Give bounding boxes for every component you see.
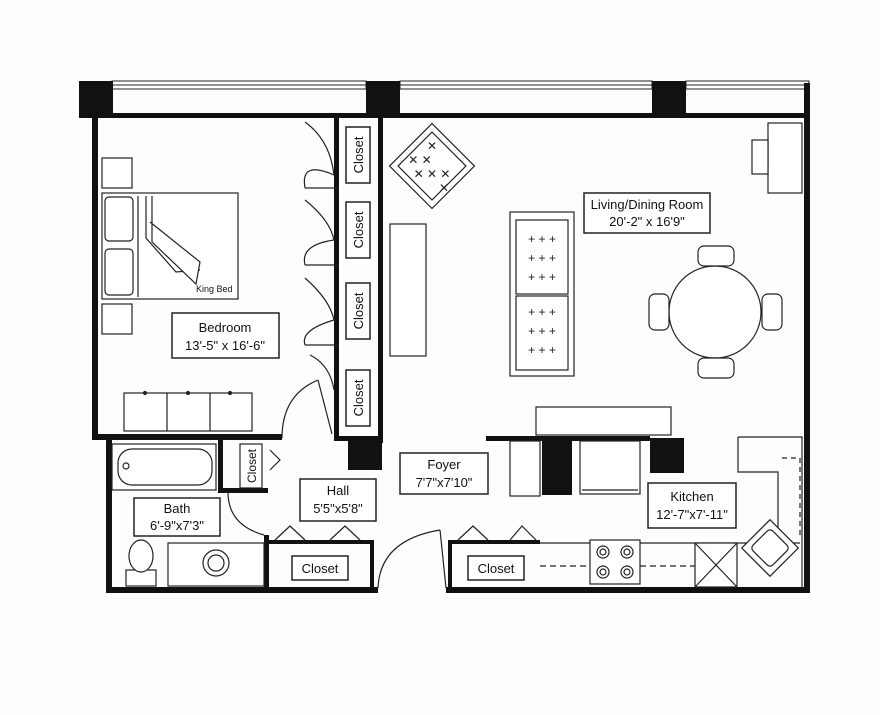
hall-name: Hall <box>327 483 350 498</box>
pantry <box>509 440 541 497</box>
kitchen-dims: 12'-7"x7'-11" <box>656 507 728 522</box>
bed-label: King Bed <box>196 284 233 294</box>
bath-dims: 6'-9"x7'3" <box>150 518 204 533</box>
kitchen-sink <box>740 518 800 578</box>
desk <box>767 122 803 194</box>
structural-columns <box>79 81 686 495</box>
armchair <box>388 122 476 210</box>
svg-text:✕: ✕ <box>427 139 437 153</box>
svg-text:+ + +: + + + <box>528 324 556 338</box>
kitchen-label-box <box>647 482 737 529</box>
dresser <box>123 392 253 432</box>
closet-label: Closet <box>351 136 366 173</box>
window-strip <box>111 80 810 90</box>
closet-label: Closet <box>351 292 366 329</box>
hall-dims: 5'5"x5'8" <box>313 501 363 516</box>
counter <box>535 406 672 436</box>
closet-label: Closet <box>478 561 515 576</box>
svg-text:✕ ✕: ✕ ✕ <box>408 153 431 167</box>
closet-label: Closet <box>302 561 339 576</box>
foyer-label-box <box>399 452 489 495</box>
bath-fixtures <box>111 443 281 587</box>
closet-label: Closet <box>351 211 366 248</box>
bath-label-box <box>133 497 221 537</box>
stove <box>589 539 641 585</box>
kitchen-name: Kitchen <box>670 489 713 504</box>
foyer-closet <box>467 555 525 581</box>
media-console <box>389 223 427 357</box>
closet-label: Closet <box>351 379 366 416</box>
svg-text:✕: ✕ <box>439 181 449 195</box>
bath-name: Bath <box>164 501 191 516</box>
nightstand <box>101 157 133 189</box>
kitchen-fixtures <box>509 436 803 588</box>
decor-marks: ✕ ✕ ✕ ✕ ✕ ✕ ✕ + + + + + + + + + + + + + … <box>408 139 556 357</box>
hall-closet <box>291 555 349 581</box>
svg-text:+ + +: + + + <box>528 305 556 319</box>
toilet <box>128 539 154 573</box>
bedroom-furniture <box>101 157 333 439</box>
hall-label-box <box>299 478 377 522</box>
svg-text:+ + +: + + + <box>528 251 556 265</box>
bedroom-name: Bedroom <box>199 320 252 335</box>
refrigerator <box>579 440 641 495</box>
living-furniture <box>388 122 803 436</box>
svg-text:+ + +: + + + <box>528 343 556 357</box>
svg-text:✕ ✕ ✕: ✕ ✕ ✕ <box>414 167 451 181</box>
svg-text:+ + +: + + + <box>528 232 556 246</box>
living-dims: 20'-2" x 16'9" <box>609 214 685 229</box>
nightstand <box>101 303 133 335</box>
svg-text:+ + +: + + + <box>528 270 556 284</box>
bedroom-closet-doors <box>303 121 338 391</box>
foyer-dims: 7'7"x7'10" <box>416 475 473 490</box>
bedroom-label-box <box>171 312 280 359</box>
bath-closet <box>239 443 263 489</box>
bedroom-dims: 13'-5" x 16'-6" <box>185 338 265 353</box>
dining-table <box>668 265 762 359</box>
living-label-box <box>583 192 711 234</box>
closet-label: Closet <box>245 448 259 483</box>
bedroom-closets: Closet Closet Closet Closet <box>345 126 371 427</box>
walls <box>79 83 810 593</box>
living-name: Living/Dining Room <box>591 197 704 212</box>
foyer-name: Foyer <box>427 457 461 472</box>
lower-closet-doors <box>274 525 537 541</box>
entry-door <box>377 529 447 589</box>
